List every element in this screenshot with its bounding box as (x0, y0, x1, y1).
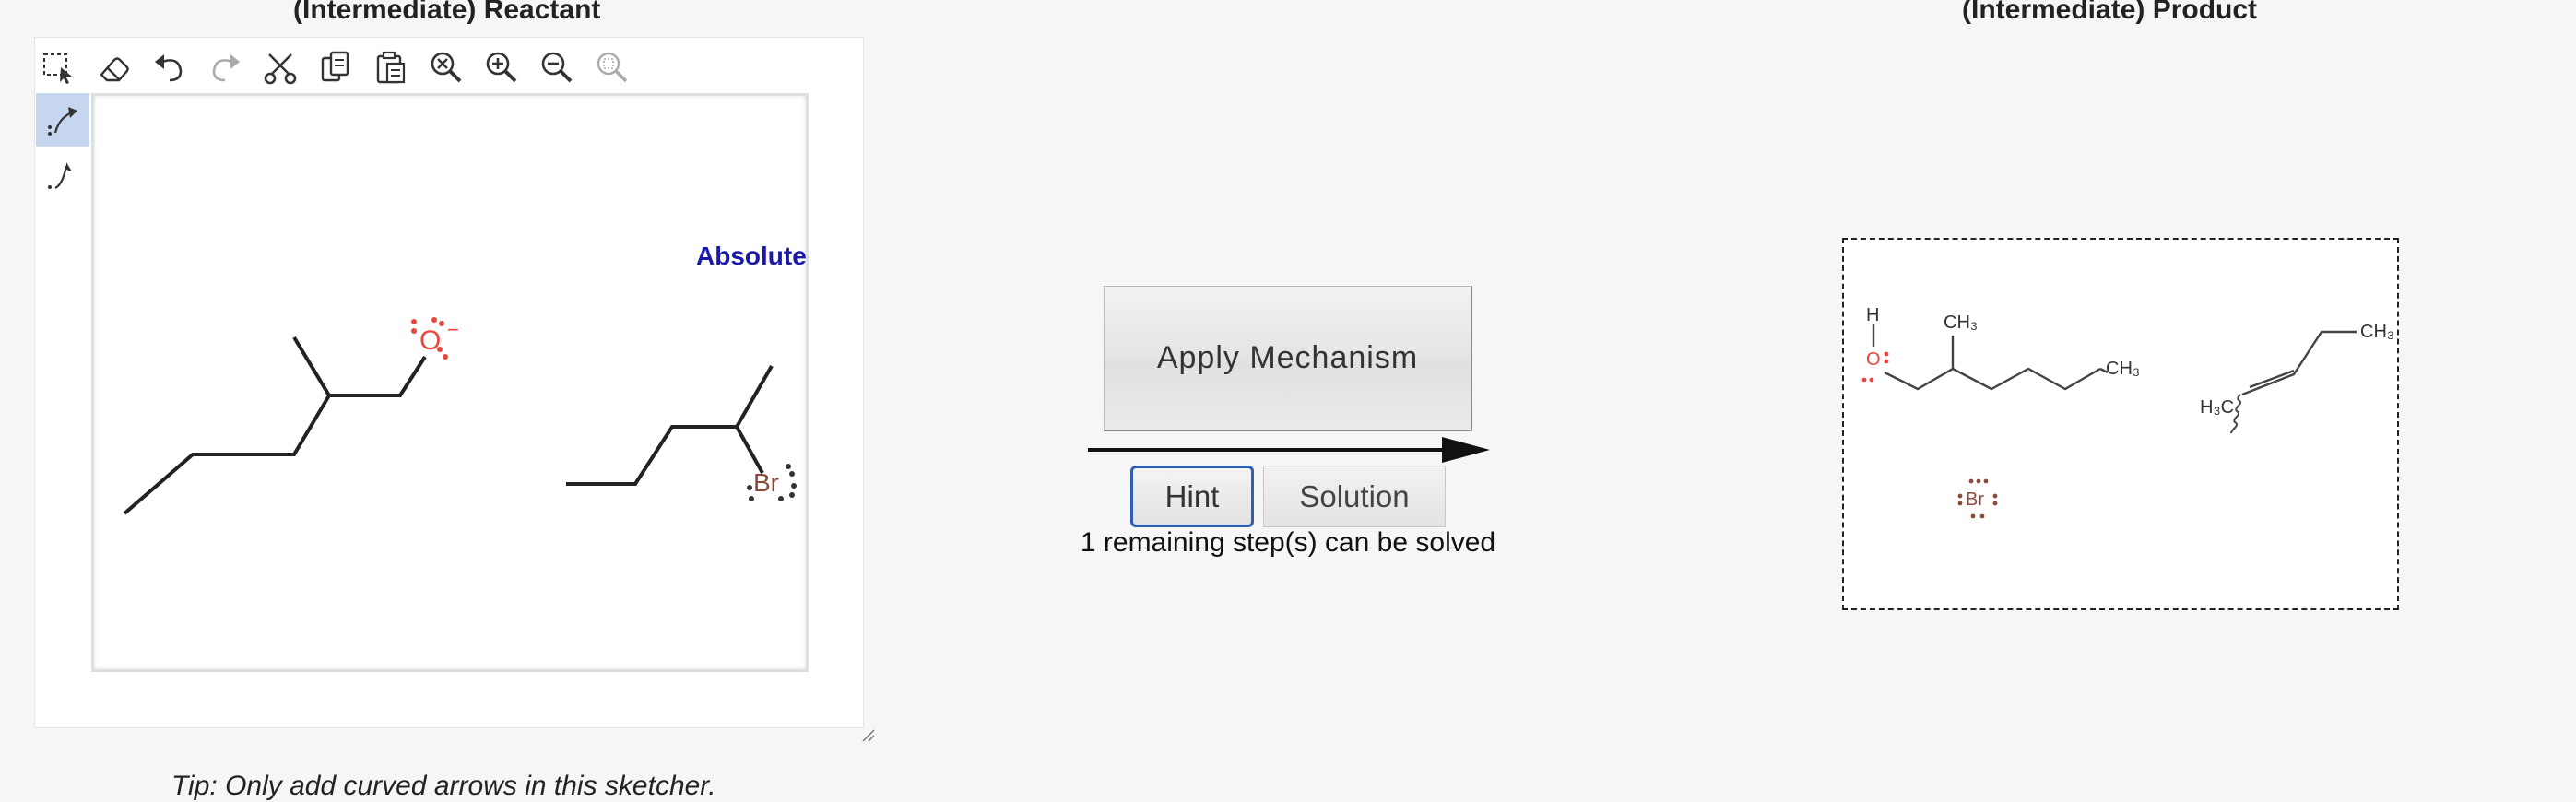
select-rectangle-icon[interactable] (41, 44, 77, 90)
remaining-steps-status: 1 remaining step(s) can be solved (1080, 527, 1496, 558)
reactant-molecules: O − Br (123, 317, 797, 515)
bromide-ion-label: Br (1966, 489, 1984, 510)
redo-icon[interactable] (207, 44, 243, 90)
stereo-absolute-label: Absolute (696, 242, 807, 270)
bromide-lone-pairs (1957, 478, 1998, 519)
hydroxyl-lone-pairs (1861, 351, 1889, 383)
bromine-lone-pairs (747, 464, 797, 501)
alcohol-carbon-chain (1884, 336, 2101, 391)
product-title: (Intermediate) Product (1962, 0, 2258, 25)
hydroxyl-h-atom: H (1866, 305, 1879, 325)
scissors-icon[interactable] (262, 44, 299, 90)
oxygen-negative-charge: − (447, 318, 459, 341)
copy-icon[interactable] (317, 44, 354, 90)
hydroxyl-o-atom: O (1866, 349, 1881, 370)
sketcher-tip: Tip: Only add curved arrows in this sket… (171, 771, 716, 801)
alkene-chain (2241, 330, 2357, 396)
alkyl-bromide-chain (566, 365, 774, 486)
zoom-fit-icon[interactable] (594, 44, 631, 90)
apply-mechanism-button[interactable]: Apply Mechanism (1104, 286, 1472, 431)
alkene-methyl-label: CH₃ (2360, 322, 2394, 342)
sketcher-toolbar (41, 44, 631, 90)
zoom-out-icon[interactable] (538, 44, 575, 90)
undo-icon[interactable] (151, 44, 188, 90)
sketcher-canvas[interactable] (91, 93, 809, 672)
curved-arrow-pair-icon[interactable] (44, 101, 81, 138)
alkoxide-oxygen-atom: O (419, 325, 441, 356)
solution-button[interactable]: Solution (1263, 466, 1446, 527)
curved-arrow-single-icon[interactable] (44, 157, 81, 194)
zoom-reset-icon[interactable] (428, 44, 465, 90)
wavy-bond (2230, 394, 2241, 434)
resize-handle-icon[interactable] (861, 728, 876, 743)
eraser-icon[interactable] (96, 44, 133, 90)
product-molecules: H O CH₃ CH₃ CH₃ H₃C Br (1861, 305, 2394, 519)
reactant-title: (Intermediate) Reactant (293, 0, 601, 25)
oxygen-lone-pairs (411, 317, 448, 360)
methyl-branch-label: CH₃ (1944, 313, 1978, 333)
zoom-in-icon[interactable] (483, 44, 520, 90)
terminal-methyl-label: CH₃ (2106, 359, 2140, 379)
product-structure-box (1842, 238, 2399, 610)
alkene-h3c-label: H₃C (2200, 397, 2234, 418)
alkoxide-carbon-chain (123, 336, 427, 515)
hint-button[interactable]: Hint (1130, 466, 1254, 527)
bromine-atom: Br (753, 468, 779, 497)
reaction-arrow (1088, 437, 1490, 463)
paste-icon[interactable] (372, 44, 409, 90)
